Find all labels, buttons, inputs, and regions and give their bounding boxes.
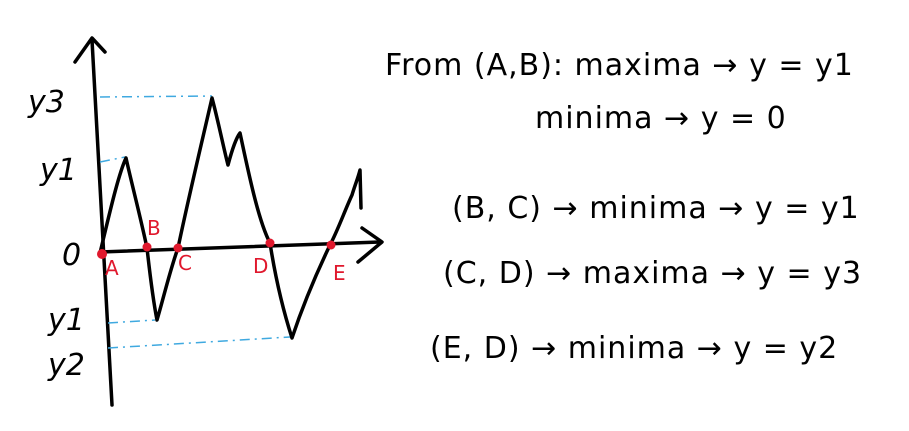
function-curve xyxy=(98,96,363,340)
point-d-label: D xyxy=(253,254,268,278)
zero-axis-label: 0 xyxy=(62,238,81,273)
guide-y1-top xyxy=(99,156,126,163)
y1-top-axis-label: y1 xyxy=(39,153,77,188)
point-e-dot xyxy=(326,240,336,250)
y3-axis-label: y3 xyxy=(27,85,65,120)
point-b-dot xyxy=(142,242,152,252)
note-line-1: From (A,B): maxima → y = y1 xyxy=(385,48,854,83)
point-c-dot xyxy=(173,243,183,253)
note-line-3: (B, C) → minima → y = y1 xyxy=(452,191,860,226)
note-line-5: (E, D) → minima → y = y2 xyxy=(430,331,838,366)
point-d-dot xyxy=(265,238,275,248)
point-c-label: C xyxy=(178,251,192,275)
point-e-label: E xyxy=(333,261,346,285)
y2-axis-label: y2 xyxy=(47,348,85,383)
note-line-2: minima → y = 0 xyxy=(535,101,787,136)
guide-y2 xyxy=(107,336,291,349)
guide-lines xyxy=(99,95,291,349)
y-axis xyxy=(90,38,114,407)
crossing-points xyxy=(97,238,336,259)
point-a-label: A xyxy=(105,256,119,280)
guide-y3 xyxy=(99,95,213,98)
guide-y1-bottom xyxy=(107,319,156,324)
note-line-4: (C, D) → maxima → y = y3 xyxy=(443,256,862,291)
point-b-label: B xyxy=(147,216,161,240)
x-axis xyxy=(98,240,382,254)
y1-bottom-axis-label: y1 xyxy=(47,303,85,338)
y-axis-arrowhead xyxy=(73,36,107,64)
x-axis-arrowhead xyxy=(356,226,384,264)
point-a-dot xyxy=(97,249,107,259)
